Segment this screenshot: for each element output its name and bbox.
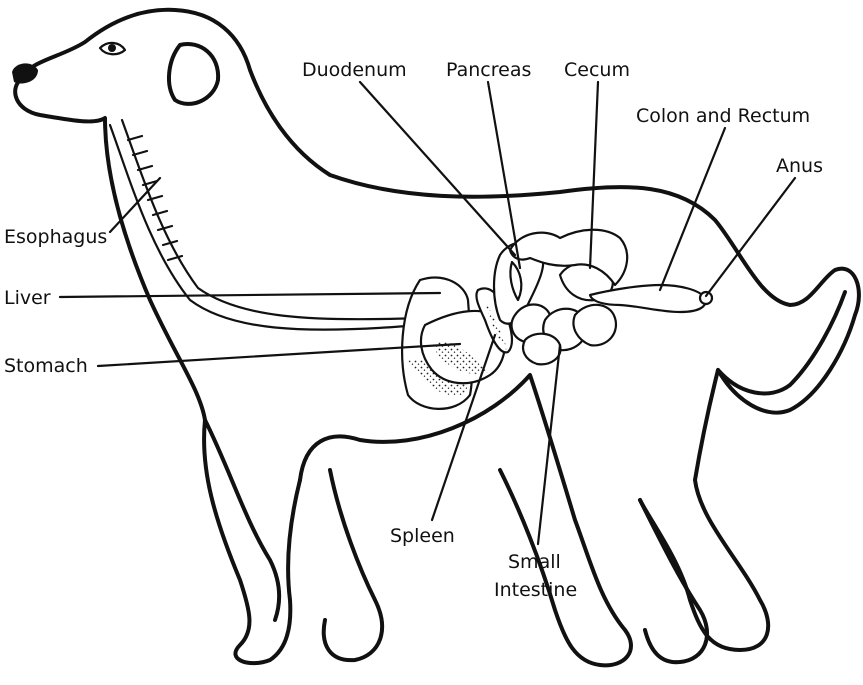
pancreas-leader <box>488 82 520 268</box>
dog-foreleg-3 <box>324 470 382 660</box>
dog-ear <box>169 44 218 104</box>
dog-nose <box>12 63 38 83</box>
dog-hindleg <box>640 500 707 662</box>
liver-leader <box>60 293 440 297</box>
esophagus-tube-upper <box>110 125 420 330</box>
label-duodenum: Duodenum <box>302 59 407 81</box>
anus-leader <box>706 178 795 296</box>
label-small-intestine-line2: Intestine <box>494 579 577 601</box>
esophagus-tube-lower <box>122 120 420 319</box>
anus-organ <box>700 292 712 304</box>
label-colon-rectum: Colon and Rectum <box>636 105 810 127</box>
label-pancreas: Pancreas <box>446 59 531 81</box>
small-intestine-leader <box>538 345 560 544</box>
esophagus-organ <box>110 120 420 330</box>
colon-rectum-leader <box>660 128 725 290</box>
small-intestine-organ <box>512 304 616 364</box>
label-stomach: Stomach <box>4 355 88 377</box>
dog-pupil <box>108 44 116 52</box>
label-spleen: Spleen <box>390 525 455 547</box>
label-small-intestine-line1: Small <box>508 551 561 573</box>
label-anus: Anus <box>776 155 823 177</box>
label-liver: Liver <box>4 287 51 309</box>
label-esophagus: Esophagus <box>4 226 107 248</box>
label-cecum: Cecum <box>564 59 630 81</box>
